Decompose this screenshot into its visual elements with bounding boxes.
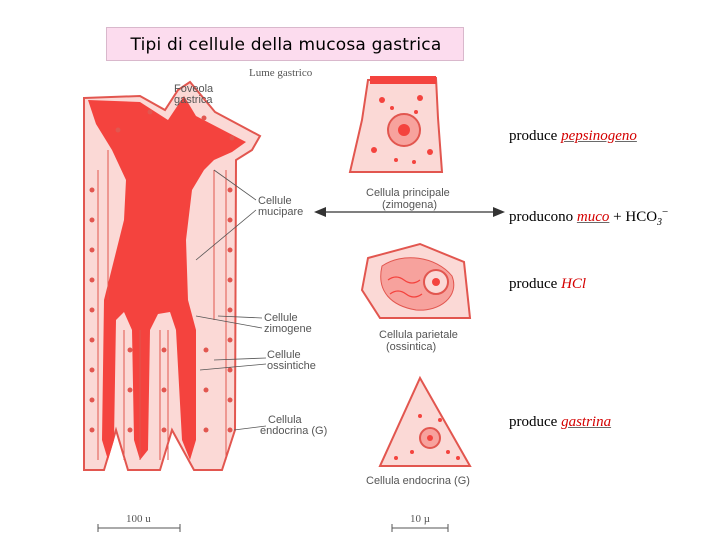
function-rest: + HCO [609, 209, 657, 225]
label-zimogene-2: zimogene [264, 324, 312, 335]
function-prefix: produce [509, 414, 561, 430]
label-endocrina-2: endocrina (G) [260, 426, 327, 437]
label-endocrina-cell: Cellula endocrina (G) [366, 476, 470, 487]
label-lume: Lume gastrico [249, 68, 312, 79]
function-highlight: HCl [561, 276, 586, 292]
scale-label-left: 100 u [126, 514, 151, 525]
function-mucous-cell: producono muco + HCO3− [509, 206, 668, 228]
function-prefix: produce [509, 128, 561, 144]
function-highlight: muco [577, 209, 610, 225]
function-endocrine-cell: produce gastrina [509, 414, 611, 431]
chief-cell-drawing [350, 76, 442, 172]
function-highlight: gastrina [561, 414, 611, 430]
label-principale-2: (zimogena) [382, 200, 437, 211]
function-superscript: − [662, 206, 668, 218]
endocrine-cell-drawing [380, 378, 470, 466]
label-parietale-2: (ossintica) [386, 342, 436, 353]
label-mucipare-2: mucipare [258, 207, 303, 218]
label-ossintiche-2: ossintiche [267, 361, 316, 372]
function-highlight: pepsinogeno [561, 128, 637, 144]
parietal-cell-drawing [362, 244, 470, 318]
label-parietale-1: Cellula parietale [379, 330, 458, 341]
function-chief-cell: produce pepsinogeno [509, 128, 637, 145]
function-prefix: produce [509, 276, 561, 292]
gastric-gland-drawing [84, 82, 260, 470]
function-parietal-cell: produce HCl [509, 276, 586, 293]
label-principale-1: Cellula principale [366, 188, 450, 199]
function-subscript: 3 [657, 217, 662, 228]
scale-label-right: 10 µ [410, 514, 430, 525]
function-prefix: producono [509, 209, 577, 225]
label-foveola-2: gastrica [174, 95, 213, 106]
